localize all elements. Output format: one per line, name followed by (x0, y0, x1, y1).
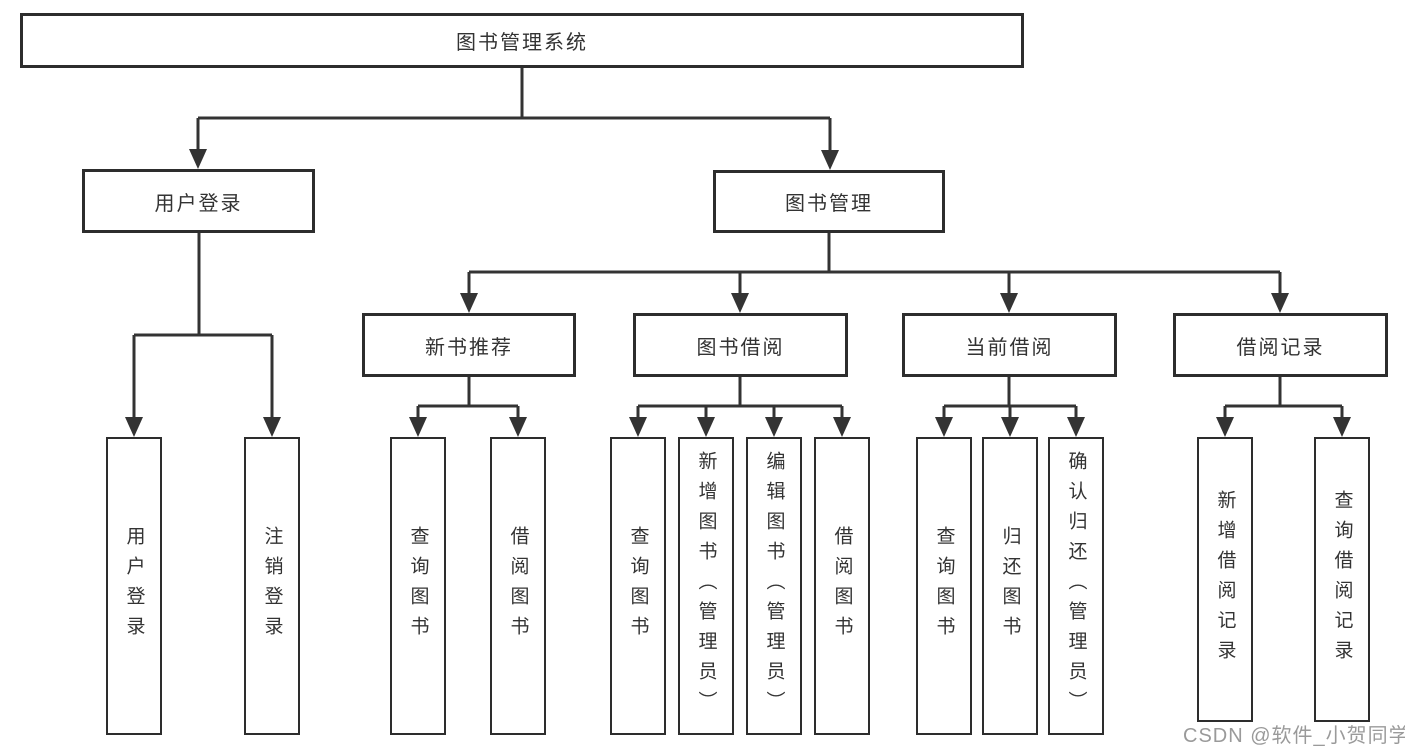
node-current-borrowing-label: 当前借阅 (965, 336, 1054, 359)
leaf-borrowing-query-books: 查询图书 (610, 437, 666, 735)
connector-lines (132, 68, 1344, 423)
leaf-newbooks-query-books: 查询图书 (390, 437, 446, 735)
arrow-down-icon (125, 417, 143, 437)
leaf-newbooks-borrow-books-label: 借阅图书 (507, 526, 529, 646)
leaf-user-login-label: 用户登录 (123, 526, 145, 646)
leaf-borrowing-borrow-book: 借阅图书 (814, 437, 870, 735)
leaf-records-query-record: 查询借阅记录 (1314, 437, 1370, 722)
leaf-current-return-book-label: 归还图书 (999, 526, 1021, 646)
node-new-book-recommend-label: 新书推荐 (425, 336, 513, 359)
arrow-down-icon (263, 417, 281, 437)
arrow-down-icon (460, 293, 478, 313)
leaf-current-query-books: 查询图书 (916, 437, 972, 735)
leaf-newbooks-query-books-label: 查询图书 (407, 526, 429, 646)
leaf-records-query-record-label: 查询借阅记录 (1331, 489, 1353, 670)
connector-bookmgmt-split (467, 233, 1282, 299)
leaf-logout-label: 注销登录 (261, 526, 283, 646)
arrow-down-icon (509, 417, 527, 437)
node-borrow-records-label: 借阅记录 (1236, 336, 1325, 359)
node-root-label: 图书管理系统 (456, 32, 588, 54)
node-borrow-records: 借阅记录 (1173, 313, 1388, 377)
leaf-current-confirm-return-admin: 确认归还（管理员） (1048, 437, 1104, 735)
node-root: 图书管理系统 (20, 13, 1024, 68)
node-new-book-recommend: 新书推荐 (362, 313, 576, 377)
arrowheads (125, 149, 1351, 437)
arrow-down-icon (1216, 417, 1234, 437)
arrow-down-icon (731, 293, 749, 313)
arrow-down-icon (1001, 417, 1019, 437)
node-user-login-label: 用户登录 (154, 192, 243, 215)
connector-newbooks-split (416, 377, 520, 423)
leaf-user-login: 用户登录 (106, 437, 162, 735)
arrow-down-icon (765, 417, 783, 437)
node-book-management-label: 图书管理 (785, 193, 873, 215)
connector-records-split (1223, 377, 1344, 423)
arrow-down-icon (821, 150, 839, 170)
arrow-down-icon (1271, 293, 1289, 313)
node-book-management: 图书管理 (713, 170, 945, 233)
leaf-current-return-book: 归还图书 (982, 437, 1038, 735)
arrow-down-icon (189, 149, 207, 169)
arrow-down-icon (629, 417, 647, 437)
arrow-down-icon (1000, 293, 1018, 313)
leaf-borrowing-add-book-admin: 新增图书（管理员） (678, 437, 734, 735)
leaf-borrowing-query-books-label: 查询图书 (627, 526, 649, 646)
csdn-watermark: CSDN @软件_小贺同学 (1183, 725, 1405, 747)
leaf-borrowing-borrow-book-label: 借阅图书 (831, 526, 853, 646)
leaf-records-add-record: 新增借阅记录 (1197, 437, 1253, 722)
arrow-down-icon (1333, 417, 1351, 437)
leaf-logout: 注销登录 (244, 437, 300, 735)
arrow-down-icon (833, 417, 851, 437)
leaf-current-confirm-return-admin-label: 确认归还（管理员） (1065, 451, 1087, 721)
leaf-records-add-record-label: 新增借阅记录 (1214, 489, 1236, 670)
node-current-borrowing: 当前借阅 (902, 313, 1117, 377)
arrow-down-icon (935, 417, 953, 437)
node-book-borrowing-label: 图书借阅 (696, 336, 785, 359)
arrow-down-icon (1067, 417, 1085, 437)
connector-root-split (196, 68, 832, 154)
connector-current-split (942, 377, 1078, 423)
arrow-down-icon (697, 417, 715, 437)
leaf-newbooks-borrow-books: 借阅图书 (490, 437, 546, 735)
node-user-login: 用户登录 (82, 169, 315, 233)
leaf-borrowing-edit-book-admin-label: 编辑图书（管理员） (763, 451, 785, 721)
leaf-current-query-books-label: 查询图书 (933, 526, 955, 646)
arrow-down-icon (409, 417, 427, 437)
leaf-borrowing-add-book-admin-label: 新增图书（管理员） (695, 451, 717, 721)
leaf-borrowing-edit-book-admin: 编辑图书（管理员） (746, 437, 802, 735)
node-book-borrowing: 图书借阅 (633, 313, 848, 377)
connector-borrowing-split (636, 377, 844, 423)
connector-userlogin-split (132, 233, 274, 423)
